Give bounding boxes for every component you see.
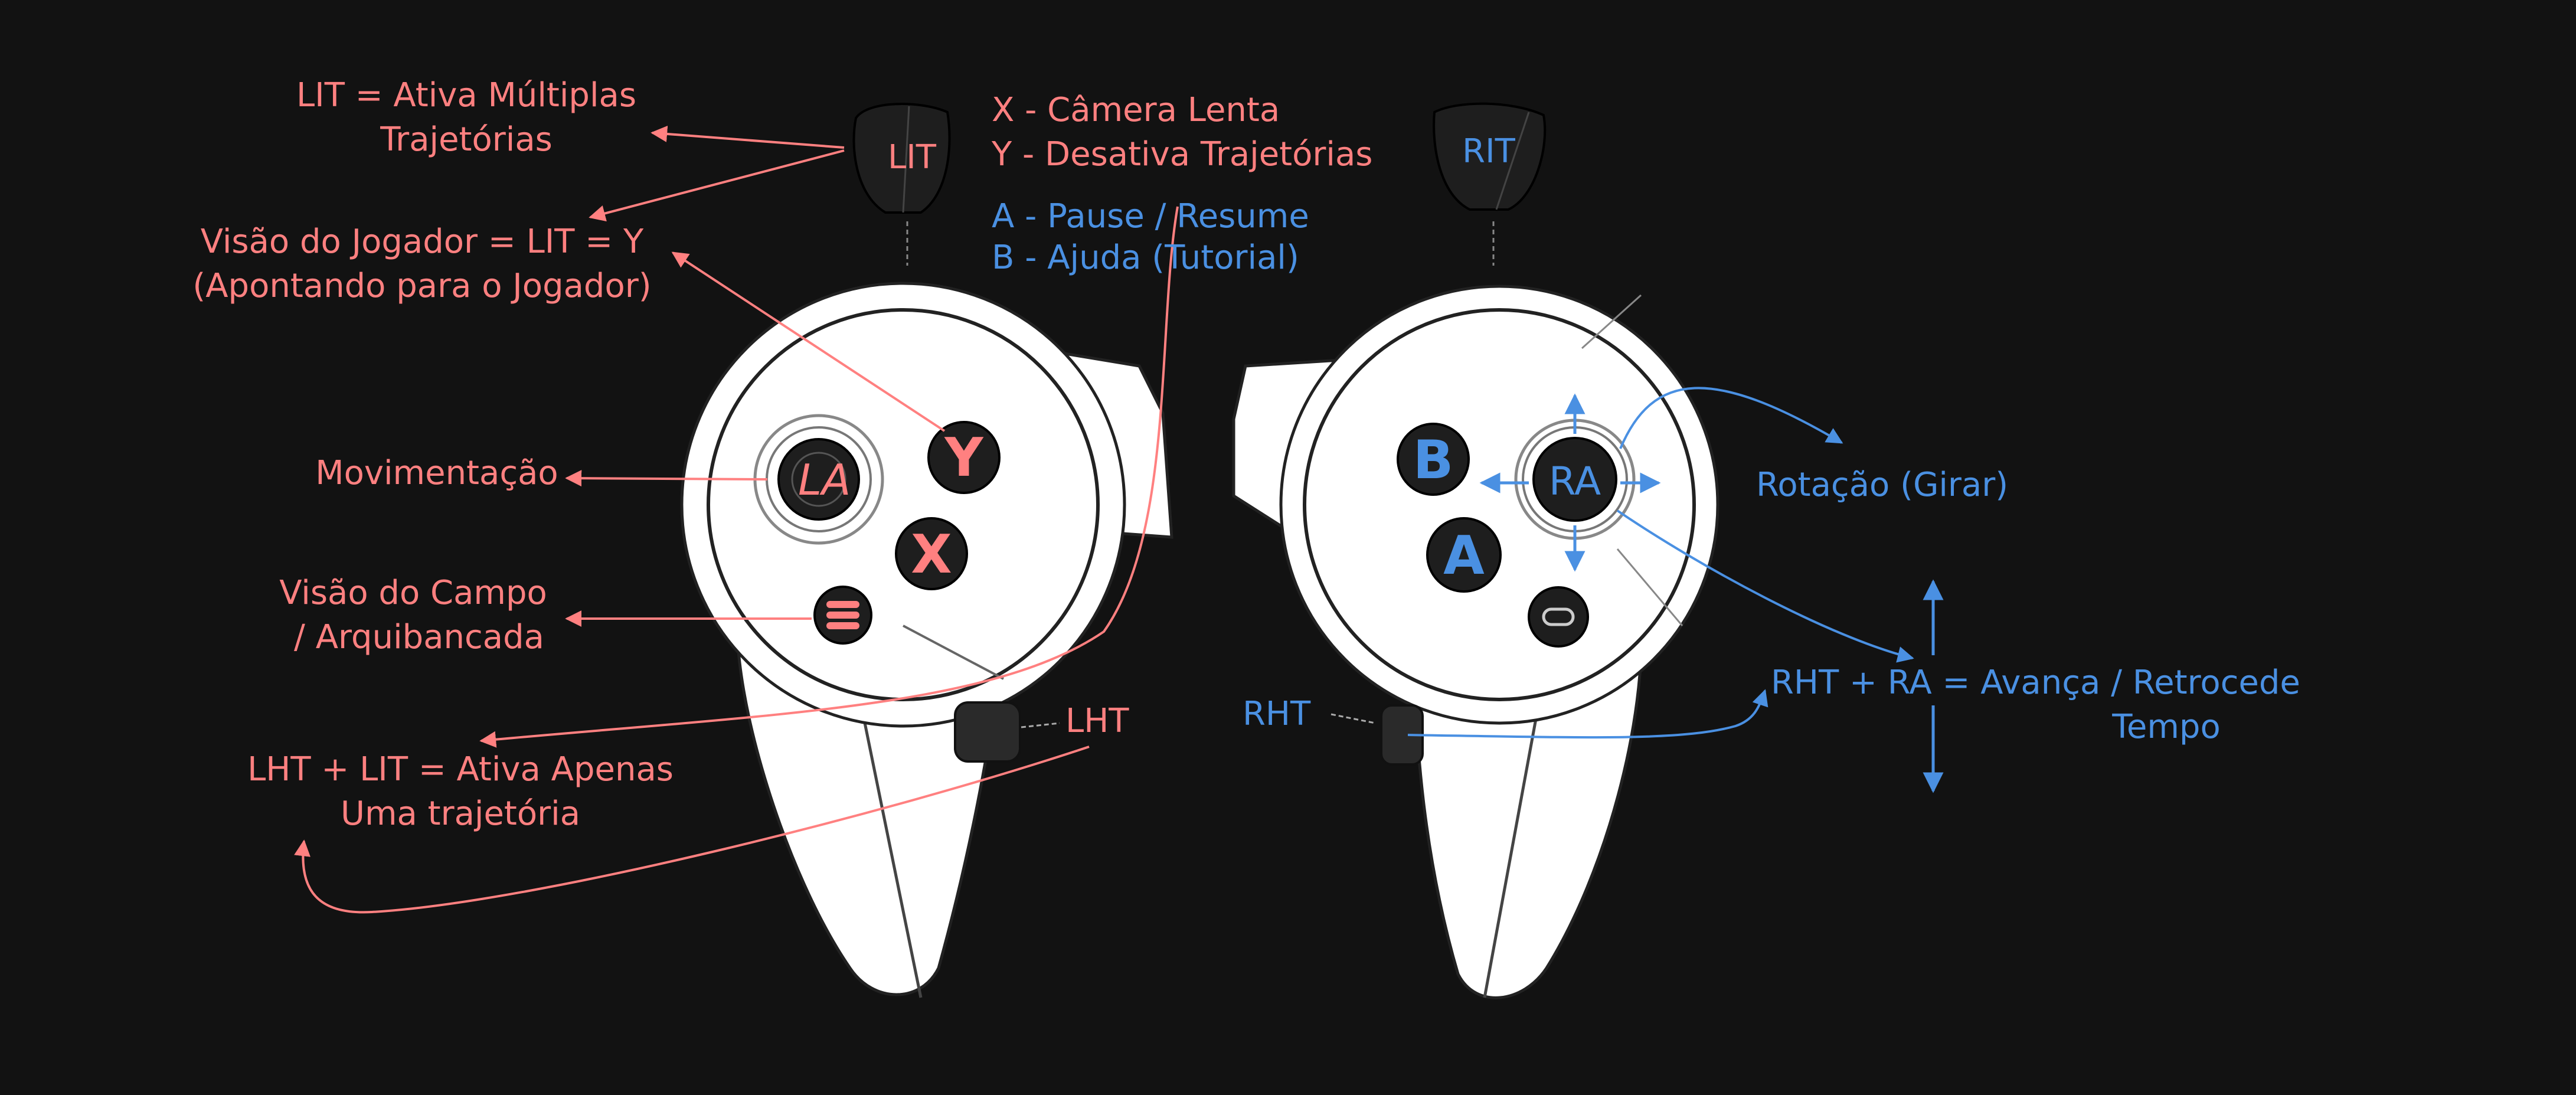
arrow-lit-single-trajectory — [479, 206, 1179, 748]
oculus-button[interactable] — [1528, 586, 1589, 648]
annotation-field-view-line2: / Arquibancada — [294, 618, 544, 656]
right-thumbstick[interactable] — [1532, 437, 1617, 522]
arrow-movement — [565, 470, 768, 487]
left-controller: LA Y X LIT LHT — [680, 103, 1173, 998]
annotation-rotation: Rotação (Girar) — [1756, 466, 2008, 504]
annotation-time-control-line2: Tempo — [2111, 708, 2221, 746]
left-controller-face — [707, 308, 1100, 701]
annotation-field-view-line1: Visão do Campo — [279, 574, 547, 612]
annotation-time-control-line1: RHT + RA = Avança / Retrocede — [1771, 663, 2300, 702]
annotation-button-y: Y - Desativa Trajetórias — [991, 135, 1372, 174]
left-handle-seam — [860, 708, 923, 998]
right-grip-label: RHT — [1243, 695, 1311, 733]
annotation-player-view-line2: (Apontando para o Jogador) — [192, 267, 651, 305]
button-a-label: A — [1443, 525, 1485, 587]
left-grip-button[interactable] — [954, 701, 1021, 763]
right-trigger[interactable] — [1433, 102, 1547, 211]
annotation-lit-multiple-line2: Trajetórias — [380, 120, 553, 159]
annotation-single-trajectory-line1: LHT + LIT = Ativa Apenas — [247, 750, 674, 789]
annotation-movement: Movimentação — [315, 454, 558, 492]
annotation-single-trajectory-line2: Uma trajetória — [341, 795, 580, 833]
menu-icon — [826, 601, 859, 608]
arrow-rht-time-control — [1407, 689, 1768, 739]
button-x[interactable] — [895, 517, 968, 590]
annotation-button-a: A - Pause / Resume — [992, 197, 1309, 236]
button-y[interactable] — [927, 421, 1001, 494]
oculus-icon — [1542, 607, 1575, 626]
right-controller-face — [1303, 308, 1696, 701]
arrow-lit-player-view — [589, 149, 845, 222]
annotation-lit-multiple-line1: LIT = Ativa Múltiplas — [296, 76, 636, 115]
annotation-button-b: B - Ajuda (Tutorial) — [992, 238, 1299, 277]
right-trigger-label: RIT — [1462, 132, 1515, 171]
annotation-player-view-line1: Visão do Jogador = LIT = Y — [201, 223, 644, 261]
annotation-button-x: X - Câmera Lenta — [992, 91, 1280, 129]
left-trigger[interactable] — [852, 103, 951, 214]
button-x-label: X — [911, 524, 952, 586]
button-y-label: Y — [944, 427, 984, 489]
arrow-lht-single-trajectory — [294, 746, 1090, 914]
right-annotations: A - Pause / Resume B - Ajuda (Tutorial) … — [992, 197, 2300, 793]
left-thumbstick[interactable] — [777, 438, 860, 521]
left-trigger-label: LIT — [888, 138, 937, 176]
button-b-label: B — [1413, 429, 1454, 491]
arrow-y-player-view — [671, 251, 946, 432]
arrow-rotation — [1619, 387, 1843, 449]
left-grip-label: LHT — [1065, 702, 1129, 740]
right-controller: RHT RA B A RIT — [1232, 102, 1719, 999]
button-b[interactable] — [1397, 423, 1470, 496]
left-thumbstick-label: LA — [798, 455, 851, 505]
arrow-lit-multiple — [650, 125, 845, 149]
button-a[interactable] — [1426, 517, 1502, 593]
left-annotations: LIT = Ativa Múltiplas Trajetórias Visão … — [192, 76, 1372, 914]
right-thumbstick-label: RA — [1549, 459, 1601, 504]
arrow-ra-time-control — [1616, 509, 1914, 663]
